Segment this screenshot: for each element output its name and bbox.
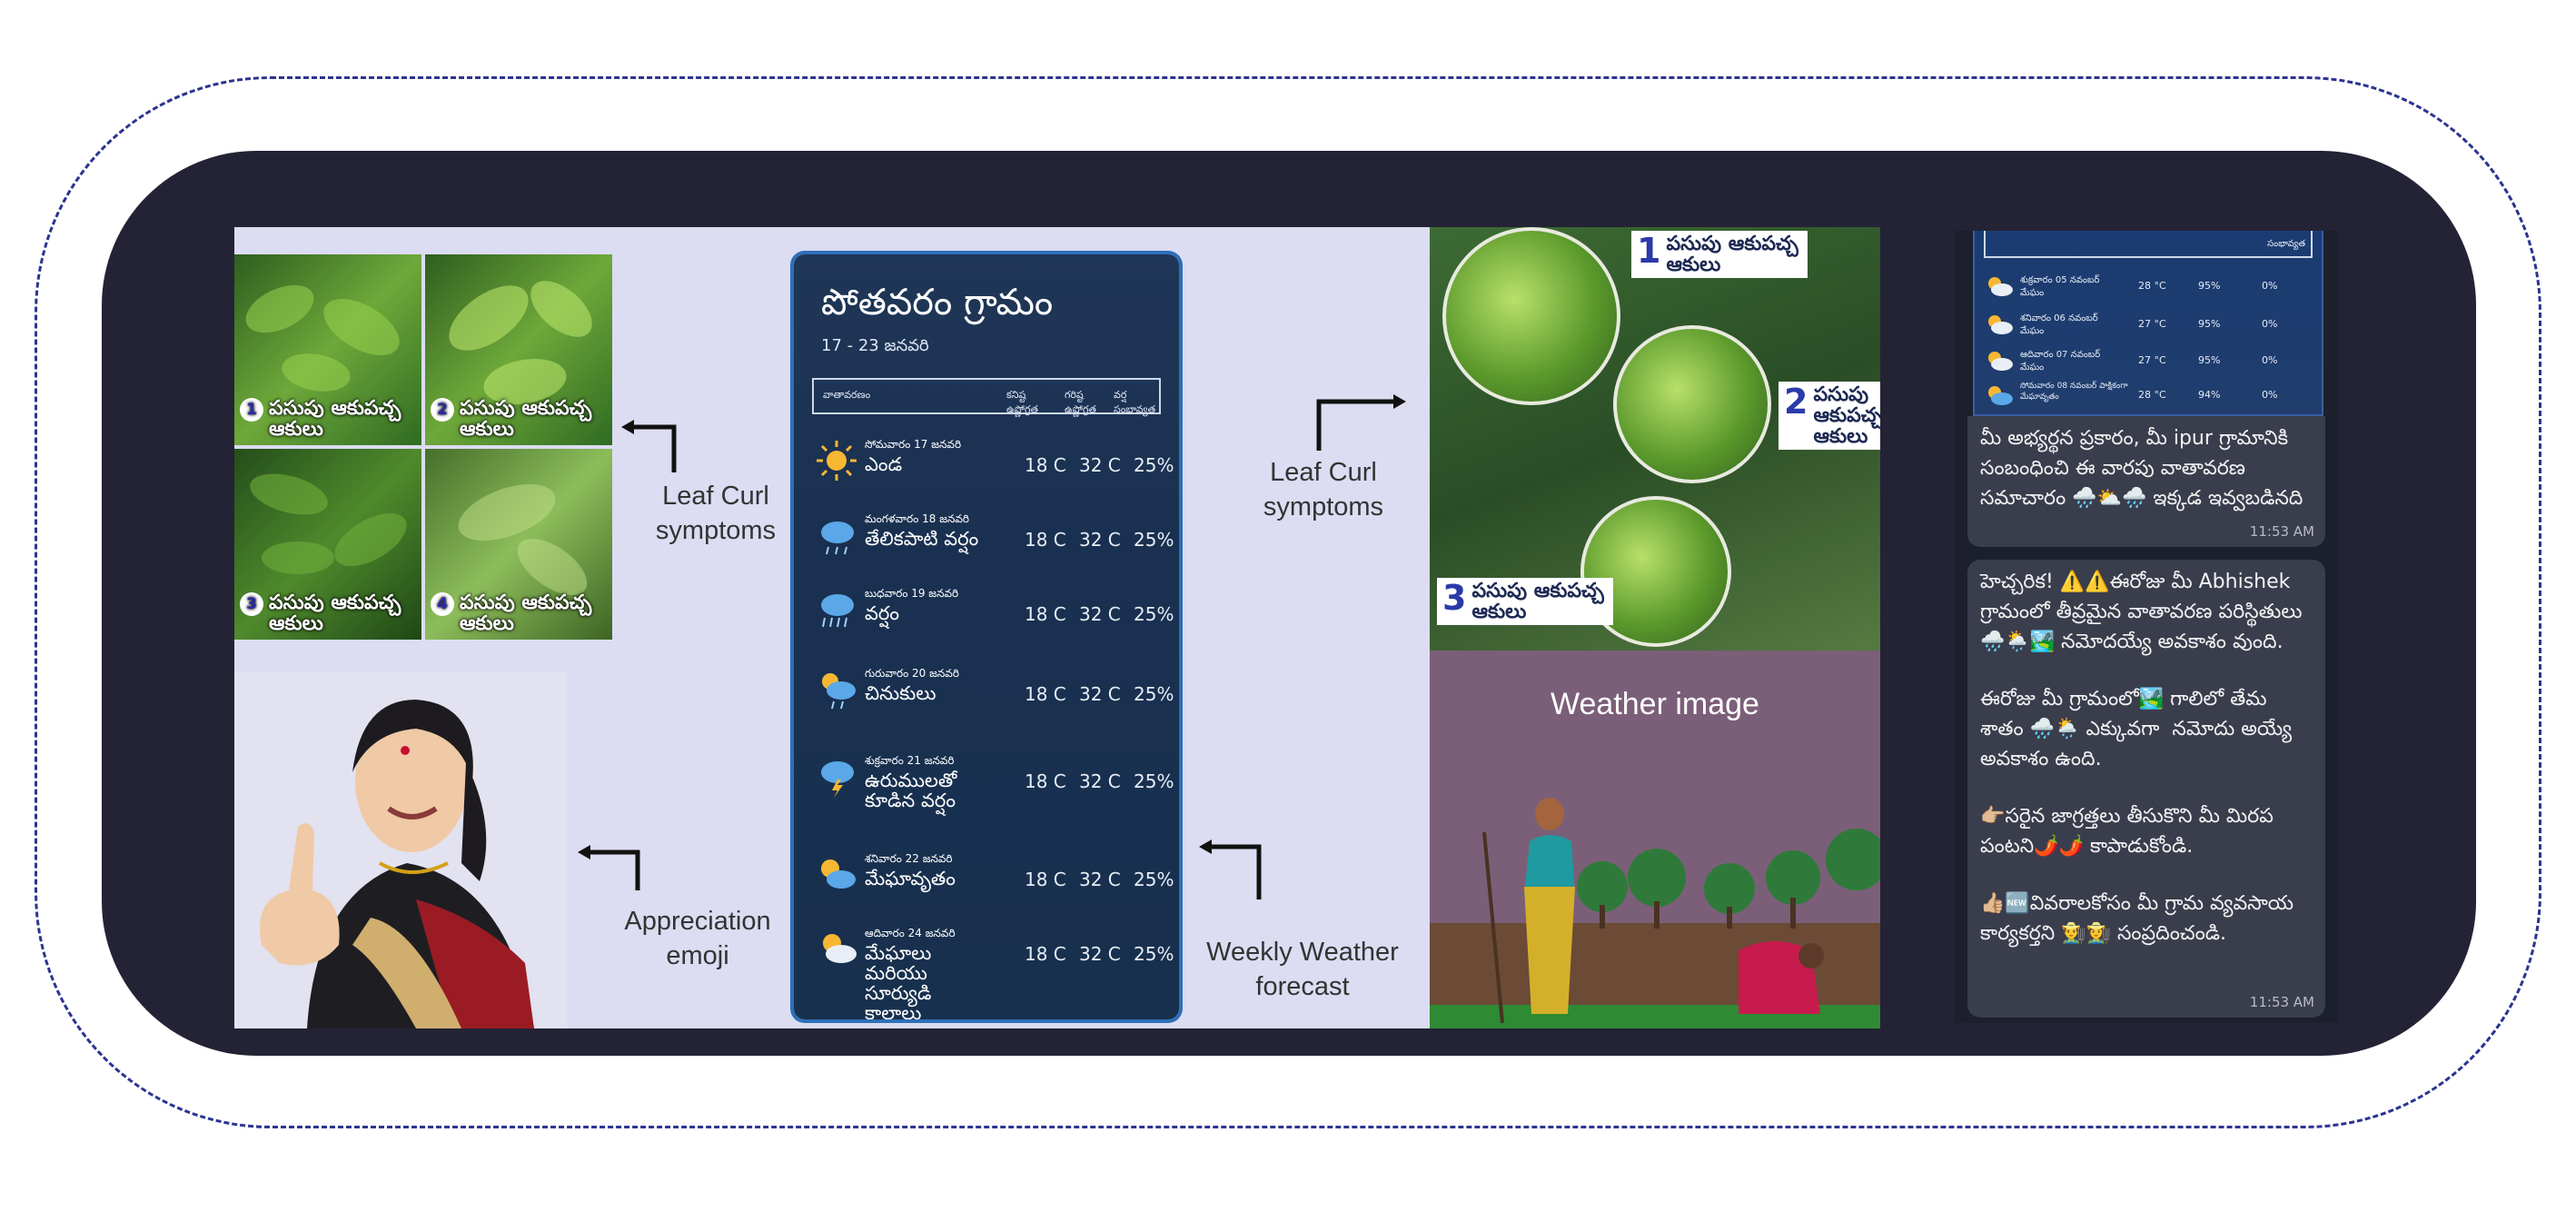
leaf-texture xyxy=(250,473,407,574)
arrow-right-icon xyxy=(1316,394,1406,451)
forecast-row: మంగళవారం 18 జనవరి తేలికపాటి వర్షం 18 C 3… xyxy=(814,507,1174,571)
magnified-leaf-circle xyxy=(1442,227,1620,405)
forecast-row: ఆదివారం 24 జనవరి మేఘాలు మరియు సూర్యుడి క… xyxy=(814,921,1174,1019)
arrow-left-icon xyxy=(578,845,640,890)
header-min-temp: కనిష్ట ఉష్ణోగ్రత xyxy=(1006,389,1038,415)
forecast-row: శనివారం 22 జనవరి మేఘావృతం 18 C 32 C 25% xyxy=(814,847,1174,910)
leaf-texture xyxy=(449,281,592,404)
message-paragraph: హెచ్చరిక! ⚠️⚠️ఈరోజు మీ Abhishek గ్రామంలో… xyxy=(1980,571,2303,653)
forecast-header-row: వాతావరణం కనిష్ట ఉష్ణోగ్రత గరిష్ట ఉష్ణోగ్… xyxy=(812,378,1161,415)
farmer-field-icon xyxy=(1430,798,1880,1028)
dashed-outline xyxy=(35,76,2541,1128)
rain-cloud-icon xyxy=(821,522,854,555)
header-rain-chance: వర్ష సంభావ్యత xyxy=(1114,389,1156,415)
message-paragraph: 👉🏼సరైన జాగ్రత్తలు తీసుకొని మీ మిరప పంటని… xyxy=(1980,805,2280,858)
message-text: మీ అభ్యర్థన ప్రకారం, మీ ipur గ్రామానికి … xyxy=(1980,427,2304,510)
heavy-rain-icon xyxy=(821,594,854,628)
forecast-row: సోమవారం 08 నవంబర్ పాక్షికంగా మేఘావృతం 28… xyxy=(1984,380,2320,416)
thunderstorm-icon xyxy=(821,761,854,798)
sun-rain-icon xyxy=(1988,386,2013,405)
date-range: 17 - 23 జనవరి xyxy=(821,336,929,355)
message-paragraph: 👍🏼🆕వివరాలకోసం మీ గ్రామ వ్యవసాయ కార్యకర్త… xyxy=(1980,892,2301,945)
forecast-row: శుక్రవారం 21 జనవరి ఉరుములతో కూడిన వర్షం … xyxy=(814,749,1174,812)
partly-cloudy-icon xyxy=(1988,315,2013,334)
forecast-row: బుధవారం 19 జనవరి వర్షం 18 C 32 C 25% xyxy=(814,581,1174,645)
annotation-leaf-curl-right: Leaf Curl symptoms xyxy=(1263,458,1384,522)
message-paragraph: ఈరోజు మీ గ్రామంలో🏞️ గాలిలో తేమ శాతం 🌧️🌦️… xyxy=(1980,688,2299,770)
arrow-left-icon xyxy=(1199,839,1262,899)
woman-thumbs-up-icon xyxy=(260,700,534,1028)
forecast-row: గురువారం 20 జనవరి చినుకులు 18 C 32 C 25% xyxy=(814,661,1174,725)
message-time: 11:53 AM xyxy=(2249,522,2314,540)
forecast-row: ఆదివారం 07 నవంబర్ మేఘం 27 °C 95% 0% xyxy=(1984,345,2320,382)
leaf-texture xyxy=(458,483,588,596)
header-max-temp: గరిష్ట ఉష్ణోగ్రత xyxy=(1065,389,1096,415)
partly-cloudy-icon xyxy=(1988,352,2013,371)
leaf-texture xyxy=(245,284,400,392)
forecast-row: శుక్రవారం 05 నవంబర్ మేఘం 28 °C 95% 0% xyxy=(1984,271,2320,307)
partly-cloudy-icon xyxy=(1988,277,2013,296)
chat-screenshot: సంభావ్యత శుక్రవారం 05 నవంబర్ మేఘం 28 °C … xyxy=(1955,231,2338,1023)
header-weather: వాతావరణం xyxy=(823,389,871,401)
sun-icon xyxy=(817,441,857,481)
village-title: పోతవరం గ్రామం xyxy=(821,282,1054,323)
magnified-leaf-circle xyxy=(1613,325,1771,483)
forecast-row: శనివారం 06 నవంబర్ మేఘం 27 °C 95% 0% xyxy=(1984,309,2320,345)
forecast-row: సోమవారం 17 జనవరి ఎండ 18 C 32 C 25% xyxy=(814,432,1174,496)
forecast-table-header: సంభావ్యత xyxy=(1984,231,2313,258)
partly-cloudy-icon xyxy=(821,859,856,889)
appreciation-emoji-illustration xyxy=(234,672,567,1028)
annotation-appreciation: Appreciation emoji xyxy=(624,907,771,970)
forecast-image-attachment[interactable]: సంభావ్యత శుక్రవారం 05 నవంబర్ మేఘం 28 °C … xyxy=(1973,231,2323,416)
message-time: 11:53 AM xyxy=(2249,993,2314,1010)
annotation-leaf-curl-left: Leaf Curl symptoms xyxy=(655,482,777,545)
arrow-left-icon xyxy=(621,420,677,472)
weather-image-title: Weather image xyxy=(1551,687,1759,721)
weather-image-illustration: Weather image xyxy=(1430,651,1880,1028)
message-bubble-weekly-info[interactable]: మీ అభ్యర్థన ప్రకారం, మీ ipur గ్రామానికి … xyxy=(1967,416,2325,547)
annotation-weekly-forecast: Weekly Weather forecast xyxy=(1206,938,1399,1001)
weekly-weather-card: పోతవరం గ్రామం 17 - 23 జనవరి వాతావరణం కని… xyxy=(794,254,1179,1019)
message-bubble-alert[interactable]: హెచ్చరిక! ⚠️⚠️ఈరోజు మీ Abhishek గ్రామంలో… xyxy=(1967,560,2325,1018)
sun-cloud-icon xyxy=(823,934,857,963)
sun-rain-icon xyxy=(822,673,856,710)
